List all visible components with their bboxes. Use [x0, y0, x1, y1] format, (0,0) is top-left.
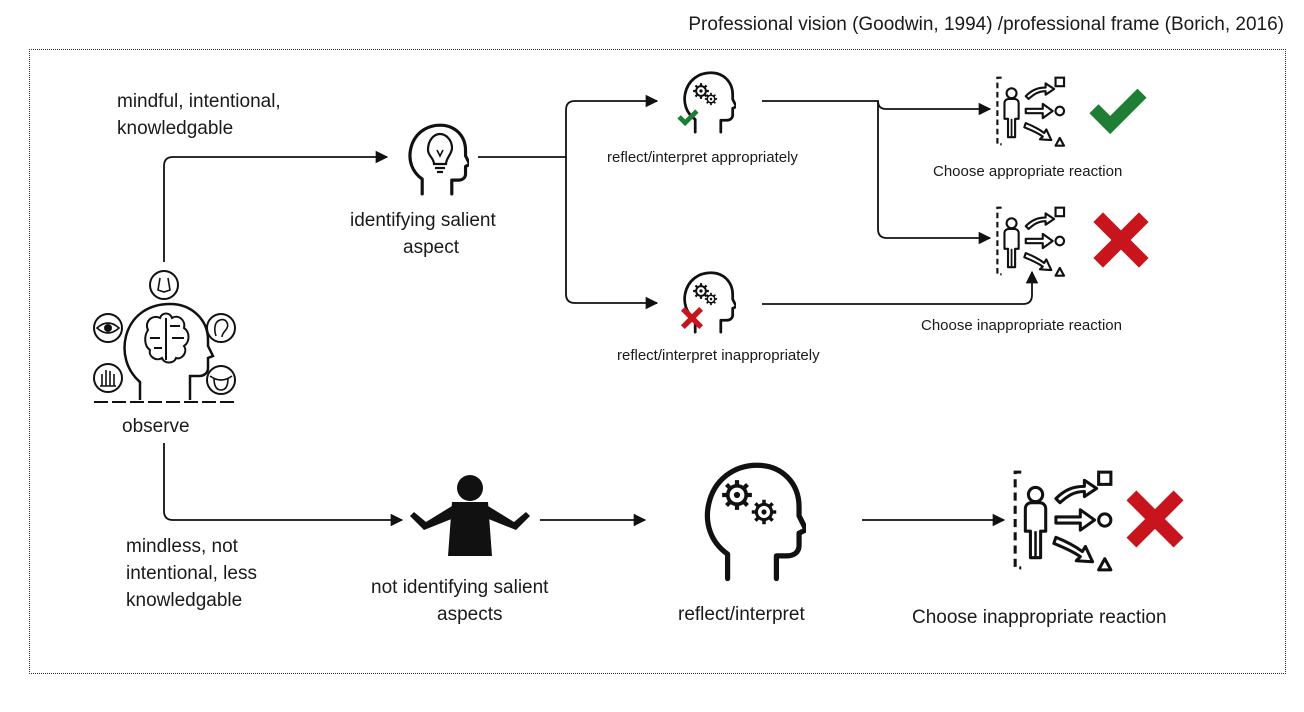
- mindless-label-line-2: intentional, less: [126, 563, 257, 584]
- identifying-label-line-1: identifying salient: [350, 210, 496, 231]
- cross-icon: [1093, 212, 1149, 268]
- reflect-inappropriately-label: reflect/interpret inappropriately: [617, 347, 820, 364]
- edge-to-reflect-appropriately: [565, 94, 659, 157]
- person-options-icon-inappropriate: [996, 206, 1066, 277]
- edge-observe-to-identifying: [163, 150, 389, 262]
- professional-vision-frame: [29, 49, 1286, 674]
- not-identifying-label-line-2: aspects: [437, 604, 503, 625]
- mindless-label-line-3: knowledgable: [126, 590, 243, 611]
- connectors: [163, 94, 1039, 527]
- choose-inappropriate-label-top: Choose inappropriate reaction: [921, 317, 1122, 334]
- gears-head-check-icon: [677, 71, 736, 134]
- check-icon: [1089, 88, 1147, 135]
- edge-to-reflect-inappropriately: [565, 157, 659, 310]
- brain-senses-icon: [93, 270, 236, 403]
- cross-icon-bottom: [1126, 490, 1184, 548]
- lightbulb-head-icon: [408, 123, 469, 196]
- mindless-label-line-1: mindless, not: [126, 536, 238, 557]
- edge-appropriate-to-inappropriate-choice: [877, 101, 992, 245]
- edge-observe-to-not-identifying: [163, 443, 404, 527]
- person-options-icon-bottom: [1013, 470, 1113, 572]
- observe-label: observe: [122, 416, 190, 437]
- gears-head-cross-icon: [680, 271, 736, 334]
- gears-head-icon: [707, 465, 806, 578]
- not-identifying-label-line-1: not identifying salient: [371, 577, 549, 598]
- reflect-interpret-label: reflect/interpret: [678, 604, 805, 625]
- edge-inappropriate-to-choice: [762, 270, 1039, 305]
- person-options-icon-appropriate: [996, 76, 1066, 147]
- mindful-label-line-2: knowledgable: [117, 118, 234, 139]
- choose-inappropriate-label-bottom: Choose inappropriate reaction: [912, 607, 1167, 628]
- shrugging-person-icon: [410, 475, 530, 556]
- identifying-label-line-2: aspect: [403, 237, 459, 258]
- reflect-appropriately-label: reflect/interpret appropriately: [607, 149, 798, 166]
- choose-appropriate-label: Choose appropriate reaction: [933, 163, 1123, 180]
- frame-title: Professional vision (Goodwin, 1994) /pro…: [688, 14, 1284, 35]
- mindful-label-line-1: mindful, intentional,: [117, 91, 281, 112]
- edge-appropriate-to-choices: [762, 100, 992, 116]
